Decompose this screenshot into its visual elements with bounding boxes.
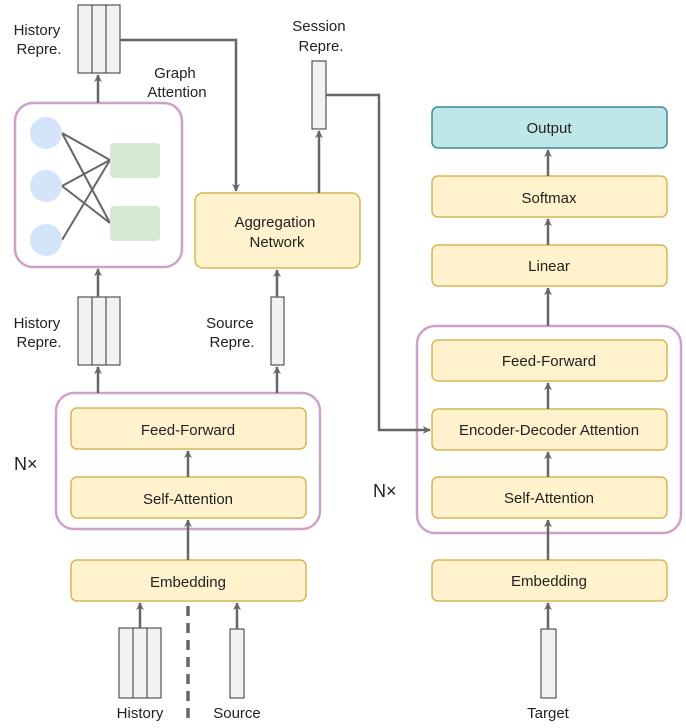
linear-block: Linear <box>431 244 668 287</box>
history-repr-top-label: History Repre. <box>14 22 65 58</box>
session-repr-label: Session Repre. <box>292 18 350 55</box>
encoder-feed-forward-block: Feed-Forward <box>70 407 307 450</box>
graph-node-circle-2 <box>30 170 62 202</box>
output-block: Output <box>431 106 668 149</box>
arrow-session-repr-to-enc-dec-attention <box>326 93 431 435</box>
source-input-label: Source <box>213 705 261 722</box>
source-repr-label: Source Repre. <box>206 315 258 351</box>
session-repr-vector <box>311 60 327 130</box>
graph-node-rect-1 <box>110 143 160 178</box>
source-repr-vector <box>270 296 285 366</box>
output-label: Output <box>526 120 572 137</box>
decoder-feed-forward-block: Feed-Forward <box>431 339 668 382</box>
decoder-feed-forward-label: Feed-Forward <box>502 353 596 370</box>
history-repr-mid-vector <box>77 296 121 366</box>
decoder-embedding-label: Embedding <box>511 573 587 590</box>
history-input-vector <box>118 627 162 699</box>
graph-attention-label: Graph Attention <box>147 65 206 101</box>
connector-arrows <box>93 38 553 629</box>
arrow-history-repr-top-to-aggregation <box>120 38 241 192</box>
encoder-decoder-attention-block: Encoder-Decoder Attention <box>431 408 668 451</box>
history-repr-mid-label: History Repre. <box>14 315 65 351</box>
source-input-vector <box>229 628 245 699</box>
decoder-self-attention-block: Self-Attention <box>431 476 668 519</box>
decoder-self-attention-label: Self-Attention <box>504 490 594 507</box>
graph-edges <box>61 132 111 241</box>
target-input-vector <box>540 628 557 699</box>
history-repr-top-vector <box>77 4 121 74</box>
graph-node-circle-1 <box>30 117 62 149</box>
softmax-block: Softmax <box>431 175 668 218</box>
linear-label: Linear <box>528 258 570 275</box>
aggregation-network-label: Aggregation Network <box>234 214 319 251</box>
encoder-nx-label: N× <box>14 454 38 474</box>
decoder-nx-label: N× <box>373 481 397 501</box>
target-input-label: Target <box>527 705 570 722</box>
encoder-embedding-label: Embedding <box>150 574 226 591</box>
encoder-self-attention-block: Self-Attention <box>70 476 307 519</box>
history-input-label: History <box>117 705 164 722</box>
encoder-embedding-block: Embedding <box>70 559 307 602</box>
encoder-feed-forward-label: Feed-Forward <box>141 422 235 439</box>
encoder-decoder-attention-label: Encoder-Decoder Attention <box>459 422 639 439</box>
encoder-self-attention-label: Self-Attention <box>143 491 233 508</box>
graph-node-circle-3 <box>30 224 62 256</box>
softmax-label: Softmax <box>521 190 577 207</box>
decoder-embedding-block: Embedding <box>431 559 668 602</box>
graph-node-rect-2 <box>110 206 160 241</box>
aggregation-network-block: Aggregation Network <box>194 192 361 269</box>
